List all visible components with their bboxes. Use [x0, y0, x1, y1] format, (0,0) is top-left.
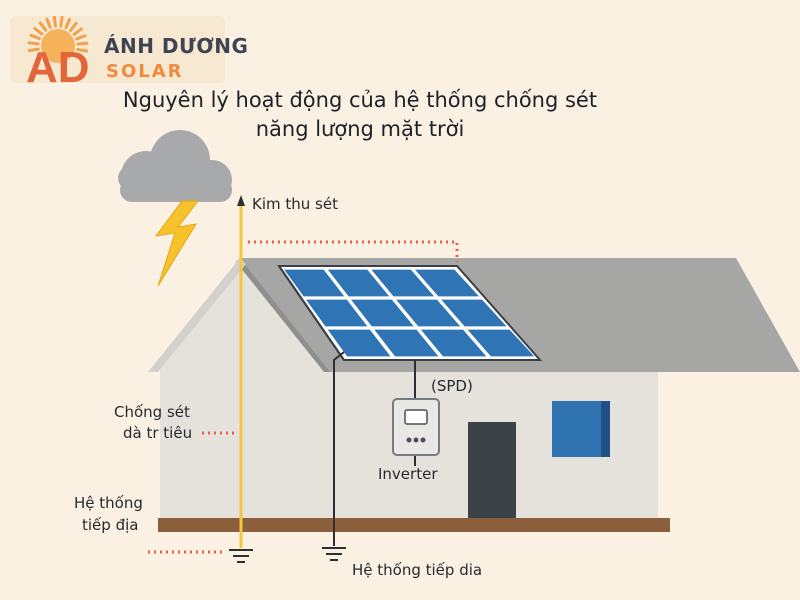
solar-cell [327, 329, 391, 357]
inverter-label: Inverter [378, 465, 438, 483]
ground-symbol-icon [229, 549, 253, 563]
solar-cell [374, 329, 439, 357]
solar-cell [284, 269, 345, 297]
spd-label: (SPD) [431, 377, 473, 395]
title-line-1: Nguyên lý hoạt động của hệ thống chống s… [122, 88, 598, 112]
title-line-2: năng lượng mặt trời [255, 117, 465, 141]
inverter-icon [392, 398, 440, 456]
solar-cell [371, 269, 435, 297]
logo-sun-icon [27, 16, 89, 63]
solar-cell [415, 269, 480, 297]
solar-cell [467, 329, 535, 357]
solar-cell [396, 299, 461, 327]
grounding-left-label-line1: Hệ thống [74, 494, 143, 512]
air-terminal-label: Kim thu sét [252, 195, 338, 213]
dotted-leader-lines [148, 240, 459, 554]
surge-protection-label-line1: Chống sét [114, 403, 190, 421]
ground-symbol-icon [322, 547, 346, 561]
solar-panel [277, 265, 543, 361]
cloud-icon [118, 130, 232, 202]
solar-cell [351, 299, 414, 327]
logo-name-line2: SOLAR [106, 61, 184, 82]
solar-cell [420, 329, 487, 357]
grounding-left-label-line2: tiếp địa [82, 516, 139, 534]
solar-cell [441, 299, 507, 327]
solar-cell [306, 299, 368, 327]
door [468, 422, 516, 518]
grounding-bottom-label: Hệ thống tiếp dia [352, 561, 483, 579]
panel-ground-conductor [333, 351, 345, 546]
ground-strip [158, 518, 670, 532]
lightning-bolt-icon [154, 200, 200, 287]
logo-monogram: AD [26, 43, 90, 86]
logo-name-line1: ÁNH DƯƠNG [104, 34, 249, 58]
lightning-rod [237, 195, 245, 548]
page-title: Nguyên lý hoạt động của hệ thống chống s… [40, 86, 680, 144]
surge-protection-label-line2: dà tr tiêu [123, 424, 193, 442]
solar-cell [327, 269, 390, 297]
window [552, 401, 610, 457]
